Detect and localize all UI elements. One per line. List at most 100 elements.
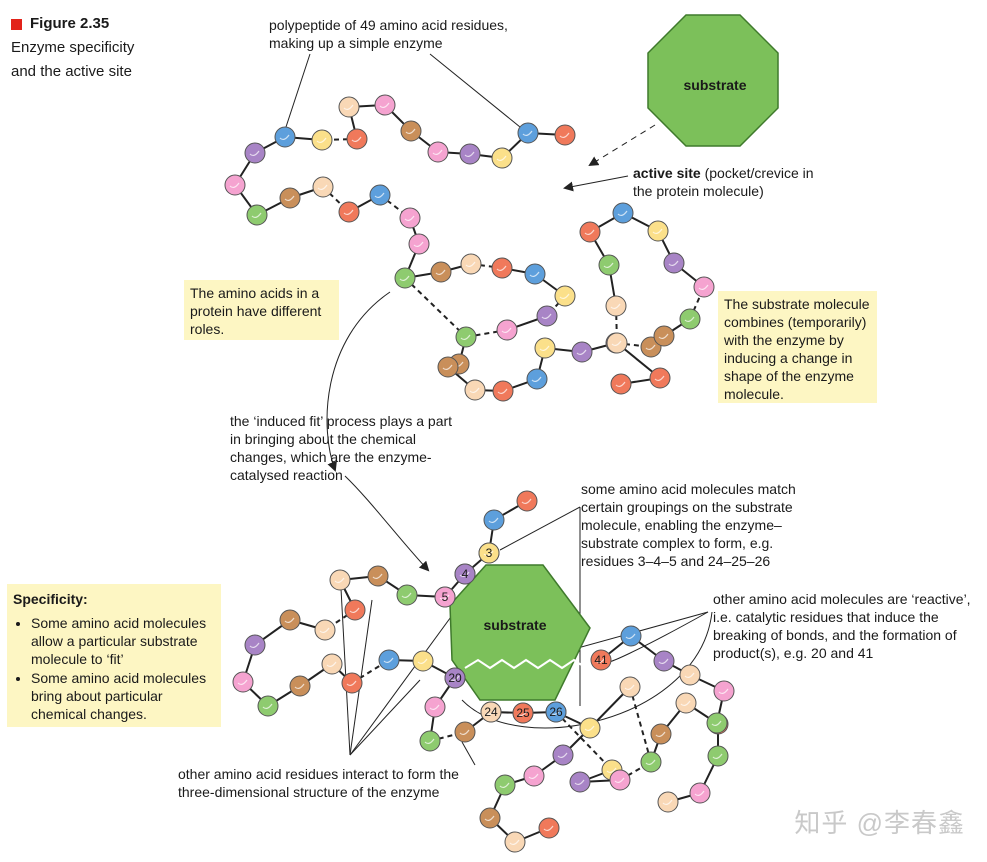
residue-highlight	[684, 672, 695, 679]
amino-acid-residue	[579, 717, 601, 739]
amino-acid-residue	[478, 542, 500, 564]
amino-acid-residue	[460, 253, 482, 275]
residue-highlight	[404, 215, 415, 222]
residue-highlight	[417, 658, 428, 665]
residue-highlight	[284, 617, 295, 624]
residue-highlight	[483, 550, 494, 557]
residue-highlight	[654, 375, 665, 382]
amino-acid-residue	[653, 325, 675, 347]
residue-highlight	[595, 657, 606, 664]
amino-acid-residue	[394, 267, 416, 289]
amino-acid-residue	[412, 650, 434, 672]
specificity-title: Specificity:	[13, 591, 88, 607]
residue-highlight	[485, 709, 496, 716]
residue-highlight	[237, 679, 248, 686]
residue-highlight	[711, 720, 722, 727]
residue-highlight	[576, 349, 587, 356]
amino-acid-residue	[526, 368, 548, 390]
residue-highlight	[249, 642, 260, 649]
residue-highlight	[655, 731, 666, 738]
substrate-label-top: substrate	[683, 77, 746, 93]
residue-highlight	[606, 767, 617, 774]
residue-highlight	[460, 334, 471, 341]
residue-highlight	[584, 725, 595, 732]
residue-number-5: 5	[442, 590, 449, 604]
amino-acid-residue	[344, 599, 366, 621]
figure-caption: Figure 2.35 Enzyme specificity and the a…	[11, 12, 134, 84]
amino-acid-residue	[620, 625, 642, 647]
specificity-item-fit: Some amino acid molecules allow a partic…	[31, 614, 215, 668]
amino-acid-residue	[434, 586, 456, 608]
amino-acid-residue	[569, 771, 591, 793]
amino-acid-residue	[459, 143, 481, 165]
reactive-label: other amino acid molecules are ‘reactive…	[713, 591, 971, 661]
residue-highlight	[645, 344, 656, 351]
residue-highlight	[501, 327, 512, 334]
amino-acid-residue	[314, 619, 336, 641]
residue-highlight	[334, 577, 345, 584]
residue-highlight	[614, 777, 625, 784]
residue-highlight	[249, 150, 260, 157]
amino-acid-residue	[479, 807, 501, 829]
residue-highlight	[399, 275, 410, 282]
residue-highlight	[346, 680, 357, 687]
residue-highlight	[459, 729, 470, 736]
amino-acid-residue	[516, 490, 538, 512]
amino-acid-residue	[619, 676, 641, 698]
residue-highlight	[379, 102, 390, 109]
residue-highlight	[698, 284, 709, 291]
residue-highlight	[528, 773, 539, 780]
figure-label: Figure 2.35	[11, 12, 134, 36]
residue-highlight	[372, 573, 383, 580]
amino-acid-residue	[653, 650, 675, 672]
watermark: 知乎 @李春鑫	[794, 808, 965, 838]
residue-highlight	[539, 345, 550, 352]
amino-acid-residue	[504, 831, 526, 853]
residue-highlight	[529, 271, 540, 278]
amino-acid-residue	[480, 701, 502, 723]
figure-marker-icon	[11, 18, 22, 30]
residue-number-41: 41	[594, 653, 608, 667]
interact-label: other amino acid residues interact to fo…	[178, 766, 459, 800]
residue-highlight	[424, 738, 435, 745]
residue-highlight	[610, 303, 621, 310]
amino-acid-residue	[571, 341, 593, 363]
residue-highlight	[229, 182, 240, 189]
amino-acid-residue	[224, 174, 246, 196]
amino-acid-residue	[610, 373, 632, 395]
amino-acid-residue	[427, 141, 449, 163]
amino-acid-residue	[491, 147, 513, 169]
amino-acid-residue	[612, 202, 634, 224]
residue-highlight	[531, 376, 542, 383]
active-site-label: active site (pocket/crevice in the prote…	[633, 164, 823, 200]
residue-highlight	[374, 192, 385, 199]
amino-acid-residue	[649, 367, 671, 389]
amino-acid-residue	[367, 565, 389, 587]
residue-highlight	[413, 241, 424, 248]
residue-highlight	[343, 209, 354, 216]
amino-acid-residue	[545, 701, 567, 723]
residue-highlight	[496, 265, 507, 272]
amino-acid-residue	[496, 319, 518, 341]
amino-acid-residue	[713, 680, 735, 702]
amino-acid-residue	[492, 380, 514, 402]
residue-highlight	[625, 633, 636, 640]
amino-acid-residue	[399, 207, 421, 229]
amino-acid-residue	[706, 712, 728, 734]
residue-highlight	[429, 704, 440, 711]
figure-title-line2: and the active site	[11, 63, 132, 80]
amino-acid-residue	[419, 730, 441, 752]
residue-number-25: 25	[516, 706, 530, 720]
figure-number: Figure 2.35	[30, 15, 110, 32]
active-site-label-rest: (pocket/crevice in the protein molecule)	[633, 165, 814, 199]
amino-acid-residue	[346, 128, 368, 150]
residue-number-3: 3	[486, 546, 493, 560]
amino-acid-residue	[378, 649, 400, 671]
amino-acid-residue	[244, 634, 266, 656]
residue-highlight	[459, 571, 470, 578]
amino-acid-residue	[279, 187, 301, 209]
amino-acid-residue	[554, 285, 576, 307]
residue-highlight	[317, 184, 328, 191]
residue-highlight	[343, 104, 354, 111]
residue-highlight	[603, 262, 614, 269]
